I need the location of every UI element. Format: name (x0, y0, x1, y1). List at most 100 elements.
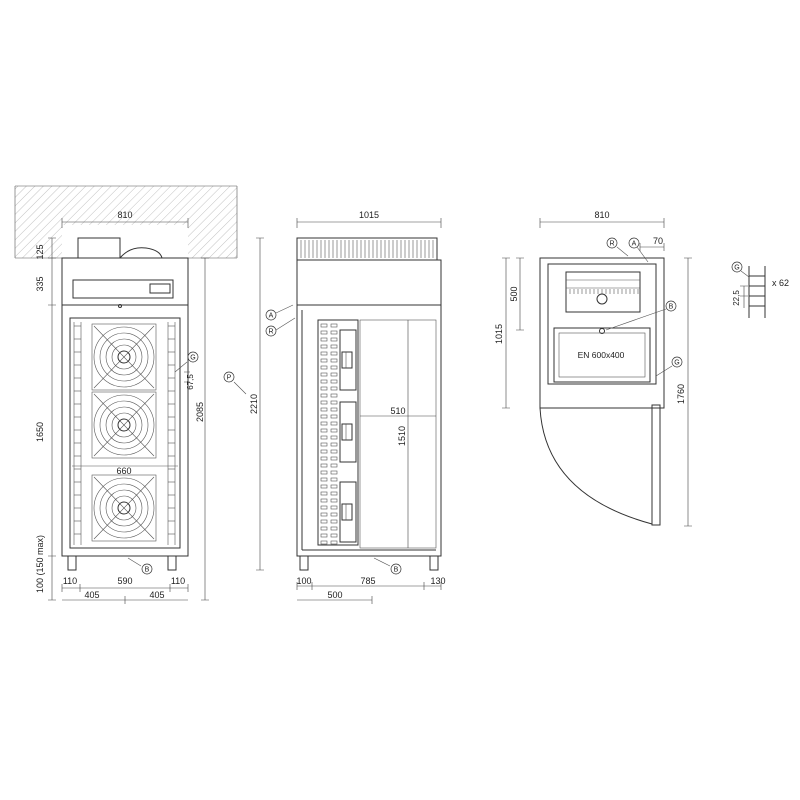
side-tray-w: 510 (390, 406, 405, 416)
side-depth: 1015 (359, 210, 379, 220)
fan-icon (91, 323, 157, 391)
rail-slot (320, 435, 328, 440)
top-inner (547, 263, 657, 385)
top-view: EN 600x400 810 70 500 1015 1760 R A B G (494, 210, 692, 527)
detail-pitch: 22,5 (732, 290, 741, 306)
side-half: 500 (327, 590, 342, 600)
rail-slot (320, 491, 328, 496)
svg-text:P: P (227, 375, 232, 382)
svg-text:G: G (674, 360, 679, 367)
front-door-h: 1650 (35, 422, 45, 442)
rail-slot (330, 414, 338, 419)
svg-text:B: B (669, 304, 674, 311)
front-top-h: 125 (35, 244, 45, 259)
svg-text:A: A (632, 241, 637, 248)
callout-g-top (671, 356, 683, 368)
rail-slot (330, 365, 338, 370)
front-bottom-right: 110 (171, 576, 185, 586)
rail-slot (320, 379, 328, 384)
rail-slot (330, 386, 338, 391)
callout-b-side (390, 563, 402, 575)
rail-slot (330, 512, 338, 517)
top-outline (539, 257, 665, 409)
rail-slot (320, 505, 328, 510)
side-tray (359, 319, 437, 549)
front-half-right: 405 (149, 590, 164, 600)
evaporator (565, 271, 641, 313)
rail-slot (320, 358, 328, 363)
rail-slot (330, 407, 338, 412)
front-total-h: 2085 (195, 402, 205, 422)
rail-slot (320, 456, 328, 461)
front-feet-h: 100 (150 max) (35, 535, 45, 593)
detail-g: G x 62 22,5 (731, 261, 789, 318)
rail-slot (320, 414, 328, 419)
door-inner (69, 317, 181, 549)
callout-g-front (187, 351, 199, 363)
rail-slot (330, 344, 338, 349)
callout-b-front (141, 563, 153, 575)
callout-a-top (628, 237, 640, 249)
top-door-swing: 1760 (676, 384, 686, 404)
rail-slot (330, 428, 338, 433)
rail-slot (320, 351, 328, 356)
rail-slot (330, 533, 338, 538)
fan-side-icon (339, 401, 357, 463)
svg-text:R: R (268, 329, 273, 336)
svg-text:A: A (269, 313, 274, 320)
tray-label: EN 600x400 (578, 350, 625, 360)
side-top-unit (296, 259, 442, 306)
cabinet-front (61, 257, 189, 557)
rail-slot (330, 351, 338, 356)
rail-slot (320, 533, 328, 538)
rail-slot (320, 323, 328, 328)
top-depth: 1015 (494, 324, 504, 344)
rail-slot (320, 421, 328, 426)
rail-slot (330, 393, 338, 398)
rail-slot (320, 393, 328, 398)
rail-slot (320, 463, 328, 468)
rail-slot (330, 442, 338, 447)
rail-slot (320, 407, 328, 412)
door-leaf (651, 404, 661, 526)
rail-slot (330, 337, 338, 342)
top-width: 810 (594, 210, 609, 220)
rail-slot (330, 421, 338, 426)
rail-slot (330, 400, 338, 405)
rail-slot (330, 491, 338, 496)
callout-p (223, 371, 235, 383)
rail-slot (320, 470, 328, 475)
rail-slot (330, 358, 338, 363)
svg-text:B: B (145, 567, 150, 574)
rail-slot (330, 505, 338, 510)
rail-slot (330, 477, 338, 482)
rail-slot (330, 498, 338, 503)
control-panel (72, 279, 174, 299)
side-bottom-span: 785 (360, 576, 375, 586)
side-foot-right: 130 (430, 576, 445, 586)
side-height: 2210 (249, 394, 259, 414)
front-view: 810 125 335 1650 100 (150 max) 2085 660 … (14, 185, 247, 604)
rail-slot (320, 372, 328, 377)
rail-slot (330, 526, 338, 531)
svg-text:B: B (394, 567, 399, 574)
fan-icon (91, 391, 157, 459)
rail-right (167, 322, 176, 545)
door-swing (539, 407, 653, 525)
fan-side-icon (339, 329, 357, 391)
front-half-left: 405 (84, 590, 99, 600)
fan-side-icon (339, 481, 357, 543)
rail-slot (330, 463, 338, 468)
compressor-box (77, 237, 121, 259)
detail-count: x 62 (772, 278, 789, 288)
rail-slot (330, 484, 338, 489)
rail-slot (320, 400, 328, 405)
side-view: 1015 2210 510 1510 100 785 130 500 A R B (249, 210, 446, 604)
rail-slot (320, 442, 328, 447)
rail-slot (320, 477, 328, 482)
callout-g-detail (731, 261, 743, 273)
condenser-grille (296, 237, 438, 261)
rail-slot (320, 330, 328, 335)
rail-slot (320, 428, 328, 433)
